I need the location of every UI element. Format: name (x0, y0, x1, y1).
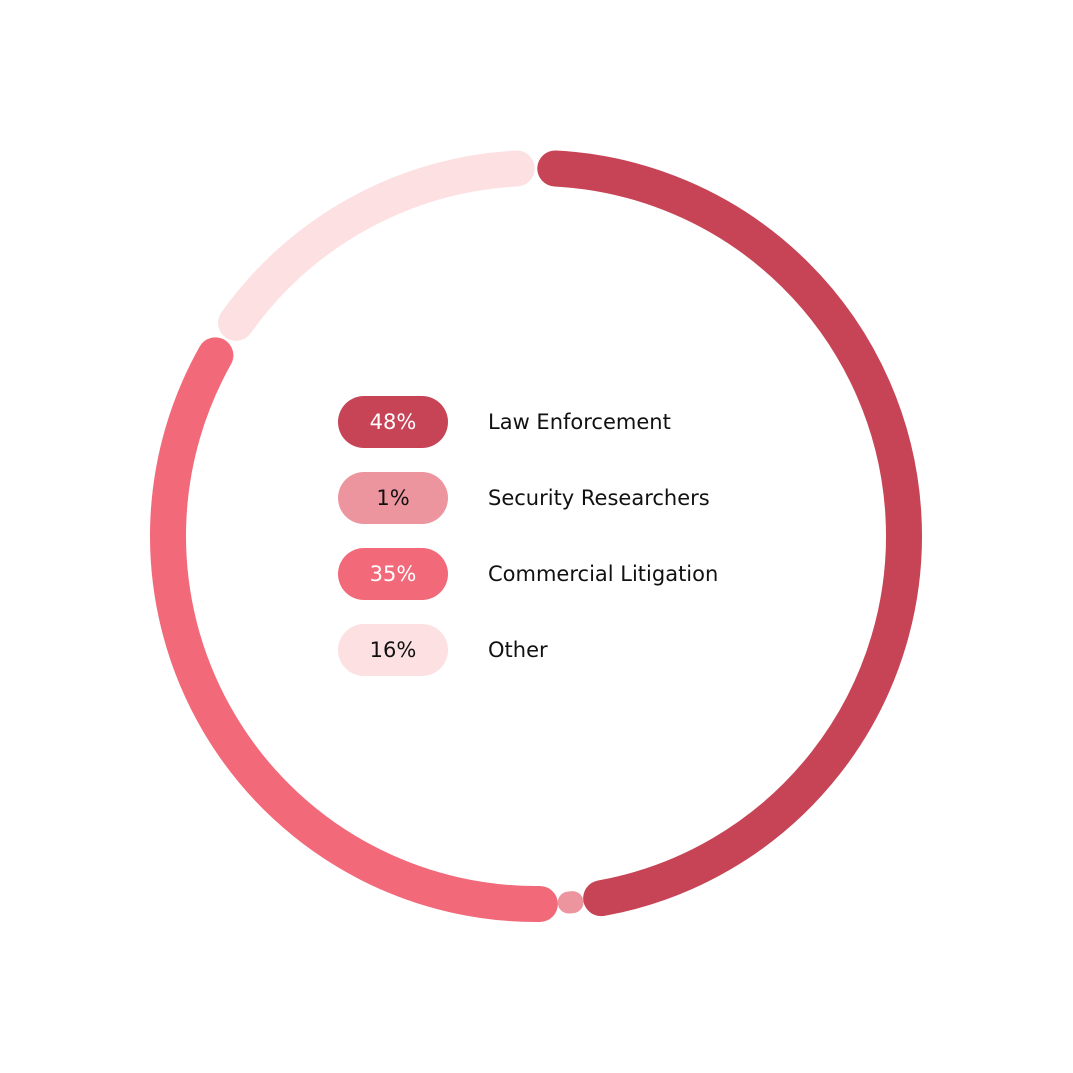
legend-percent-pill: 35% (338, 548, 448, 600)
donut-segment-law-enforcement (537, 150, 922, 917)
legend-item-commercial-litigation: 35% Commercial Litigation (338, 548, 718, 600)
legend-item-law-enforcement: 48% Law Enforcement (338, 396, 718, 448)
legend: 48% Law Enforcement 1% Security Research… (338, 396, 718, 700)
legend-percent-pill: 16% (338, 624, 448, 676)
legend-item-security-researchers: 1% Security Researchers (338, 472, 718, 524)
legend-label: Other (488, 638, 548, 662)
legend-item-other: 16% Other (338, 624, 718, 676)
donut-segment-other (218, 150, 535, 341)
donut-segment-commercial-litigation (150, 337, 558, 922)
legend-label: Security Researchers (488, 486, 710, 510)
legend-label: Commercial Litigation (488, 562, 719, 586)
legend-percent-pill: 48% (338, 396, 448, 448)
legend-label: Law Enforcement (488, 410, 671, 434)
legend-percent-pill: 1% (338, 472, 448, 524)
